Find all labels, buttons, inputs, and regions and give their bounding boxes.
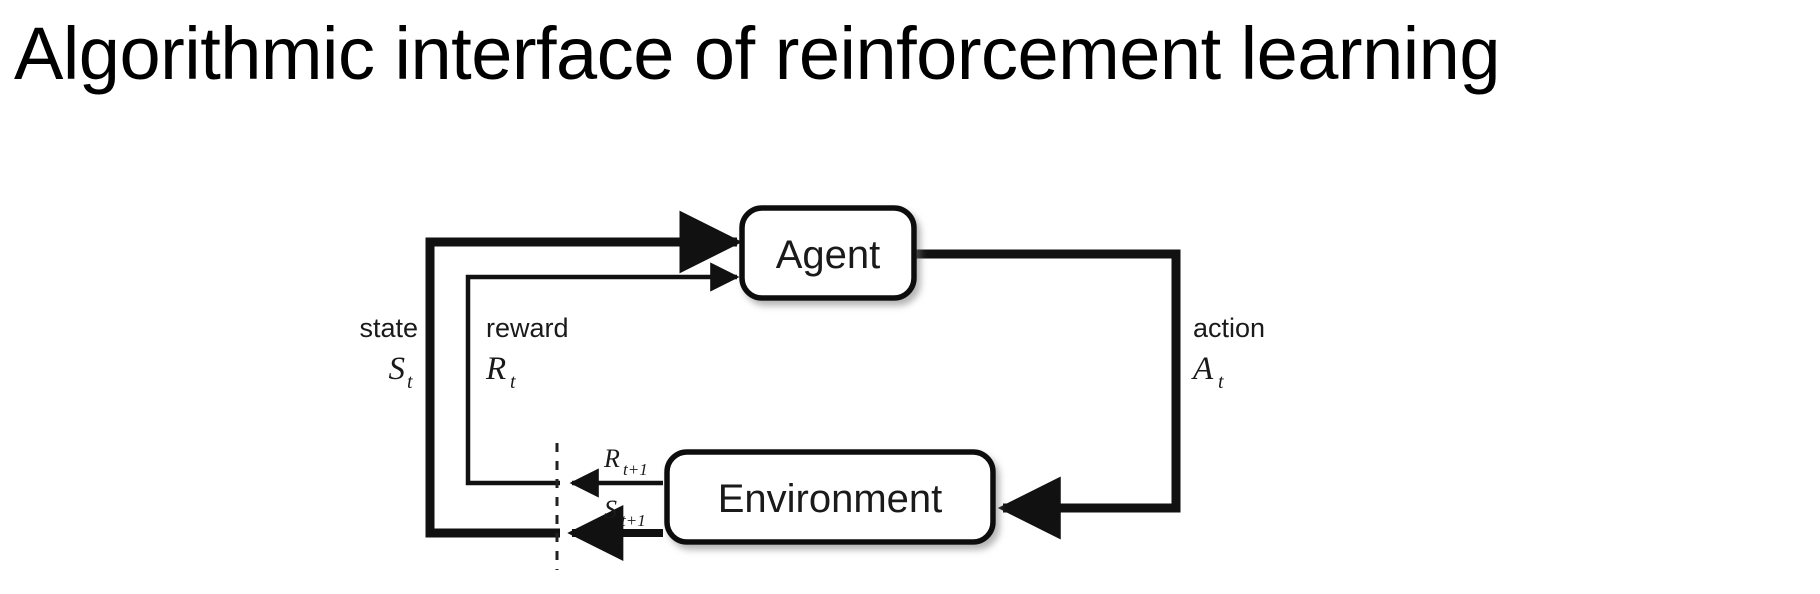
label-next-state: S t+1: [604, 495, 646, 530]
action-symbol-base: A: [1191, 351, 1214, 387]
state-label-text: state: [359, 313, 418, 343]
agent-box[interactable]: [739, 205, 917, 301]
edge-action-to-environment: [910, 249, 1181, 540]
label-next-reward: R t+1: [603, 444, 648, 479]
node-agent[interactable]: Agent: [739, 205, 917, 301]
next-state-symbol-subscript: t+1: [621, 511, 646, 530]
edge-state-to-agent: [425, 210, 743, 538]
state-symbol-base: S: [389, 351, 406, 387]
reward-label-text: reward: [486, 313, 569, 343]
action-path: [910, 249, 1181, 540]
agent-box-label: Agent: [776, 233, 881, 277]
environment-box[interactable]: [664, 449, 996, 545]
state-path: [425, 210, 743, 538]
label-action: action A t: [1191, 313, 1265, 393]
reward-path: [465, 262, 740, 486]
reward-symbol-subscript: t: [510, 371, 516, 393]
edge-reward-to-agent: [465, 262, 740, 486]
next-reward-symbol-subscript: t+1: [623, 460, 648, 479]
reward-symbol-base: R: [485, 351, 506, 387]
label-reward: reward R t: [485, 313, 569, 393]
action-symbol-subscript: t: [1218, 371, 1224, 393]
page-title: Algorithmic interface of reinforcement l…: [14, 12, 1500, 95]
label-state: state S t: [359, 313, 418, 393]
action-label-text: action: [1193, 313, 1265, 343]
next-reward-symbol-base: R: [603, 444, 620, 473]
next-state-symbol-base: S: [604, 495, 617, 524]
node-environment[interactable]: Environment: [664, 449, 996, 545]
environment-box-label: Environment: [718, 477, 943, 521]
state-symbol-subscript: t: [407, 371, 413, 393]
